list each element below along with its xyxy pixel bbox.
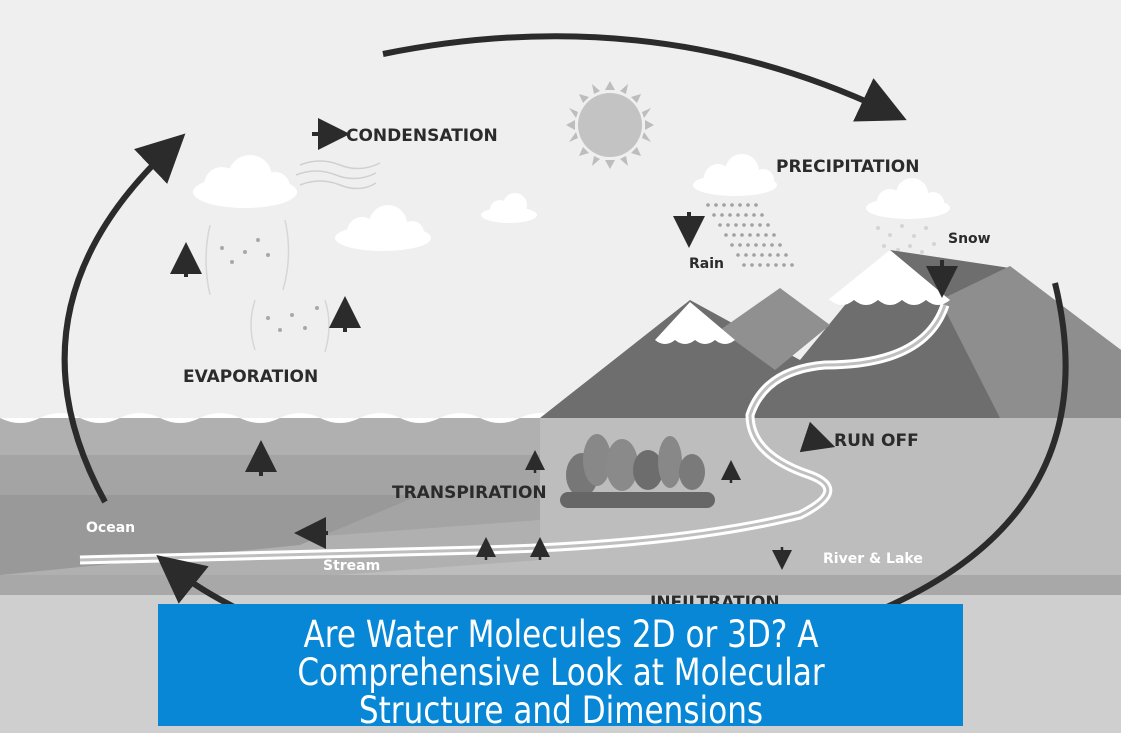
- cloud-icon: [335, 205, 431, 251]
- cycle-arrows: [61, 33, 1069, 613]
- label-evaporation: EVAPORATION: [183, 367, 318, 387]
- page-title: Are Water Molecules 2D or 3D? A Comprehe…: [296, 613, 825, 727]
- label-snow: Snow: [948, 231, 991, 247]
- wind-lines: [295, 160, 381, 190]
- label-precipitation: PRECIPITATION: [776, 157, 919, 177]
- label-stream: Stream: [323, 558, 380, 574]
- label-run-off: RUN OFF: [834, 431, 919, 451]
- tree-icon: [560, 434, 715, 508]
- label-rain: Rain: [689, 256, 724, 272]
- cloud-icon: [481, 193, 537, 223]
- title-banner: Are Water Molecules 2D or 3D? A Comprehe…: [158, 604, 963, 726]
- cloud-icon: [693, 154, 777, 196]
- sun-icon: [566, 81, 654, 169]
- label-ocean: Ocean: [86, 520, 135, 536]
- raindrop-icon: [220, 238, 319, 332]
- mountain-icon: [540, 250, 1121, 418]
- cloud-icon: [866, 178, 950, 219]
- arrow-icon: [476, 450, 792, 570]
- label-condensation: CONDENSATION: [346, 126, 498, 146]
- wave-crests: [0, 413, 560, 423]
- label-transpiration: TRANSPIRATION: [392, 483, 547, 503]
- label-river-lake: River & Lake: [823, 551, 923, 567]
- cloud-icon: [193, 155, 297, 208]
- raindrop-icon: [706, 203, 794, 267]
- arrow-icon: [170, 118, 958, 549]
